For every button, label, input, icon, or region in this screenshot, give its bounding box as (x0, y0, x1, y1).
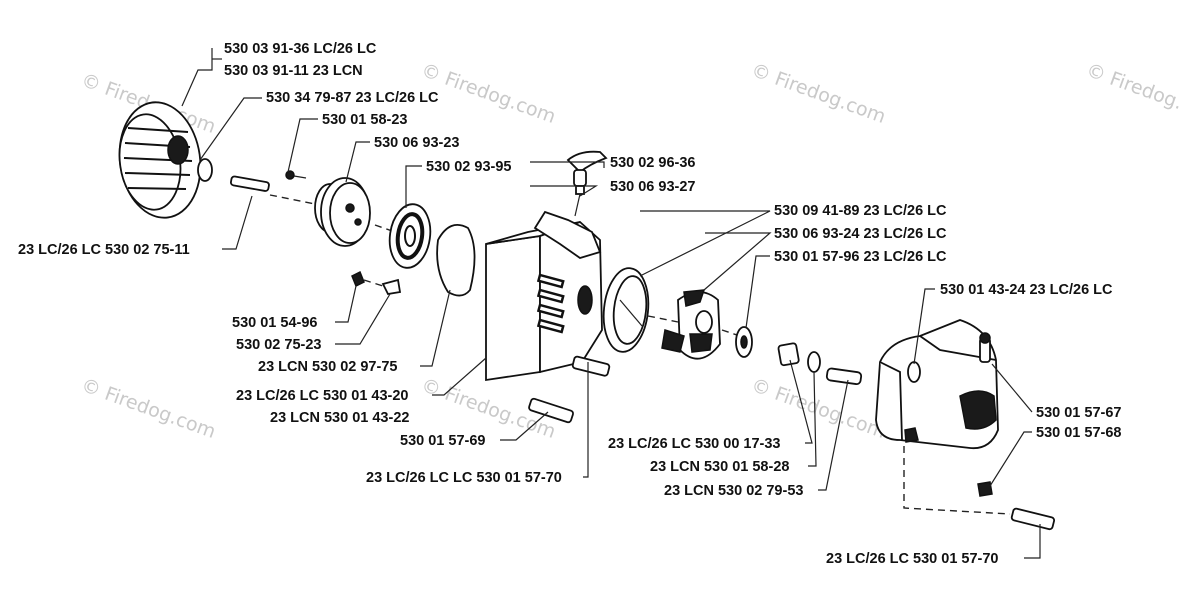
watermark: © Firedog.com (78, 374, 218, 443)
pin-part (230, 175, 270, 192)
watermarks: © Firedog.com © Firedog.com © Firedog.co… (78, 59, 1180, 443)
bottom-bolt-part (1010, 507, 1056, 531)
label-pawl-plate: 530 06 93-24 23 LC/26 LC (774, 226, 947, 242)
label-washer2: 530 01 57-96 23 LC/26 LC (774, 249, 947, 265)
bolt-b-part (528, 397, 574, 424)
gasket-part (436, 224, 476, 297)
spring-part (388, 203, 432, 269)
label-bolt-b: 23 LC/26 LC LC 530 01 57-70 (366, 470, 562, 486)
label-cover-screw-b: 530 01 57-68 (1036, 425, 1121, 441)
pawl-plate-part (661, 289, 721, 360)
starter-housing-part (485, 210, 603, 382)
label-flywheel-b: 530 03 91-11 23 LCN (224, 63, 363, 79)
cover-part (875, 319, 999, 450)
label-cover: 530 01 43-24 23 LC/26 LC (940, 282, 1113, 298)
watermark: © Firedog.com (418, 59, 558, 128)
part-labels: 530 03 91-36 LC/26 LC 530 03 91-11 23 LC… (18, 41, 1121, 567)
label-clip: 530 02 75-23 (236, 337, 321, 353)
label-pulley: 530 06 93-23 (374, 135, 459, 151)
label-washer: 530 34 79-87 23 LC/26 LC (266, 90, 439, 106)
label-housing-b: 23 LCN 530 01 43-22 (270, 410, 409, 426)
label-bolt-a: 530 01 57-69 (400, 433, 485, 449)
label-cover-screw-a: 530 01 57-67 (1036, 405, 1121, 421)
watermark: © Firedog.com (748, 374, 888, 443)
label-pin: 23 LC/26 LC 530 02 75-11 (18, 242, 190, 258)
cover-nut-part (977, 481, 993, 497)
pulley-part (314, 177, 371, 247)
disc-part (602, 267, 650, 353)
label-disc: 530 09 41-89 23 LC/26 LC (774, 203, 947, 219)
label-housing-a: 23 LC/26 LC 530 01 43-20 (236, 388, 409, 404)
watermark: © Firedog.com (1083, 59, 1180, 128)
spacer-parts (777, 342, 863, 385)
label-spacer-a: 23 LC/26 LC 530 00 17-33 (608, 436, 781, 452)
label-handle: 530 02 96-36 (610, 155, 695, 171)
washer-part (197, 158, 213, 182)
bolt-a-part (571, 355, 611, 377)
screw-clip-part (351, 270, 402, 295)
label-spacer-c: 23 LCN 530 02 79-53 (664, 483, 803, 499)
label-spacer-b: 23 LCN 530 01 58-28 (650, 459, 789, 475)
flywheel-part (118, 101, 202, 219)
cover-screw-part (979, 332, 991, 363)
label-bottom-bolt: 23 LC/26 LC 530 01 57-70 (826, 551, 999, 567)
watermark: © Firedog.com (748, 59, 888, 128)
handle-part (566, 150, 608, 217)
label-screw-a: 530 01 54-96 (232, 315, 317, 331)
label-rope: 530 06 93-27 (610, 179, 695, 195)
washer2-hole (740, 335, 748, 349)
label-flywheel-a: 530 03 91-36 LC/26 LC (224, 41, 377, 57)
label-screw-small: 530 01 58-23 (322, 112, 407, 128)
label-gasket: 23 LCN 530 02 97-75 (258, 359, 397, 375)
label-spring: 530 02 93-95 (426, 159, 511, 175)
small-screw-part (285, 170, 307, 180)
leader-lines (181, 48, 1041, 559)
